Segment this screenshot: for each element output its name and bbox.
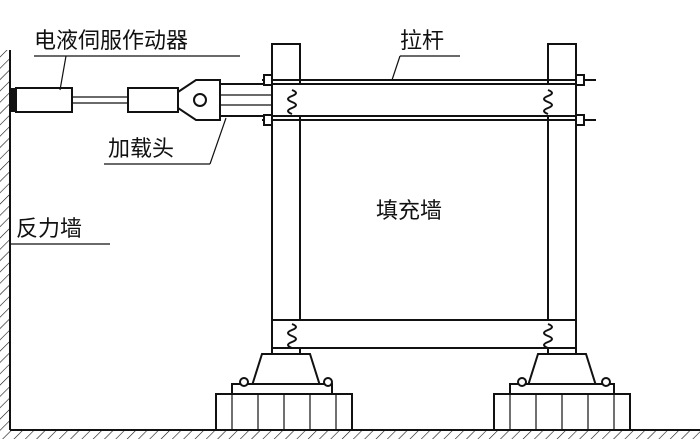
tie-rod-label: 拉杆 [400,29,444,54]
top-left-spring [287,89,297,115]
tie-rod-leader [391,55,460,81]
servo-actuator [10,87,179,113]
reaction-wall-label: 反力墙 [16,217,82,242]
loading-head-label: 加载头 [108,137,174,162]
actuator-leader [34,55,240,91]
actuator-label: 电液伺服作动器 [34,29,188,54]
left-base [215,353,353,431]
infill-wall-label: 填充墙 [376,199,442,224]
loading-head [177,79,273,121]
reaction-wall [0,50,11,439]
bottom-beam [271,319,577,349]
bottom-right-spring [543,323,553,349]
top-beam [271,83,577,117]
top-right-spring [543,89,553,115]
tie-rods [262,74,596,126]
right-base [493,353,631,431]
bottom-left-spring [287,323,297,349]
ground-line [10,429,700,439]
loading-head-leader [104,117,227,165]
